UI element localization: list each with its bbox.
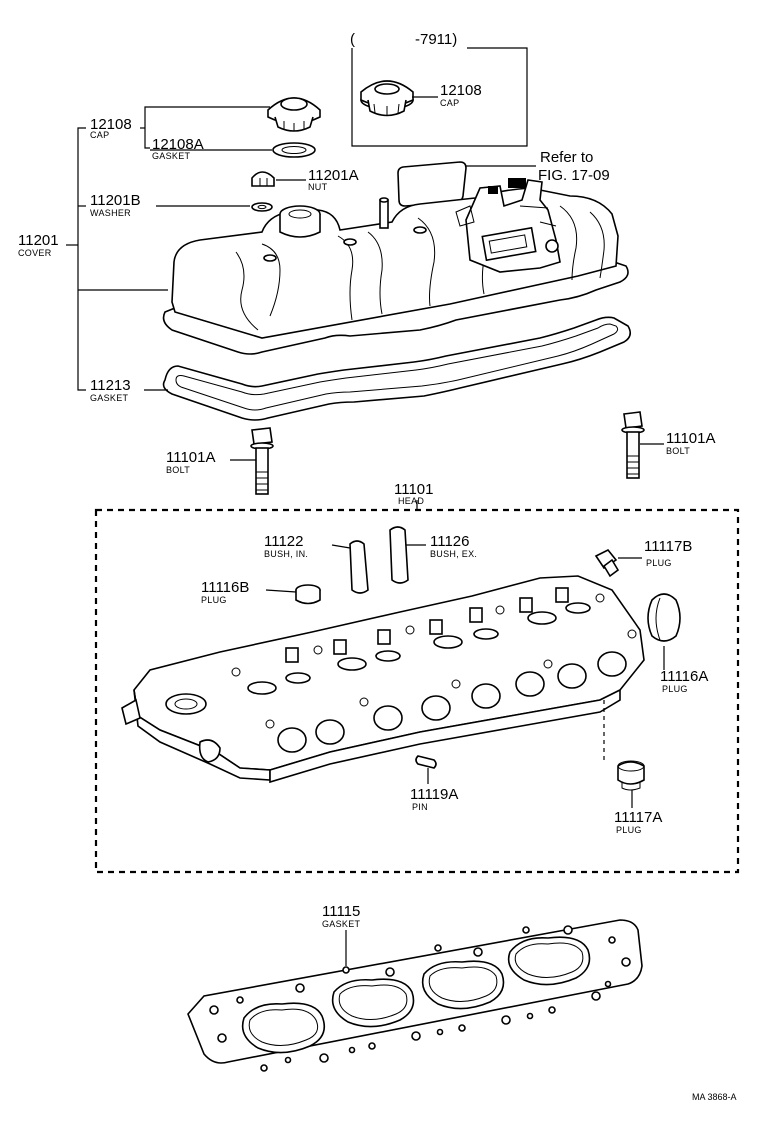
cap-gasket-name: GASKET (152, 151, 191, 161)
washer-number: 11201B (90, 192, 141, 209)
bush-in-name: BUSH, IN. (264, 549, 308, 559)
bolt-right-name: BOLT (666, 446, 690, 456)
pin-drawing (415, 755, 437, 769)
cover-name: COVER (18, 248, 52, 258)
inset-range-label: ( -7911) (350, 31, 457, 48)
bolt-right-number: 11101A (666, 430, 716, 447)
plug-11116b-number: 11116B (201, 579, 249, 596)
bush-ex-name: BUSH, EX. (430, 549, 477, 559)
oil-filler-cap-drawing (267, 97, 321, 132)
plug-11116a-drawing (647, 593, 681, 642)
plug-11117b-drawing (594, 548, 620, 578)
cap-main-number: 12108 (90, 116, 132, 133)
plug-11117b-name: PLUG (646, 558, 672, 568)
cap-main-name: CAP (90, 130, 109, 140)
plug-11116b-name: PLUG (201, 595, 227, 605)
head-gasket-drawing (187, 919, 643, 1072)
bush-in-drawing (349, 540, 369, 594)
plug-11116a-name: PLUG (662, 684, 688, 694)
nut-drawing (251, 171, 275, 187)
cover-gasket-name: GASKET (90, 393, 129, 403)
figure-code: MA 3868-A (692, 1092, 737, 1102)
cover-gasket-number: 11213 (90, 377, 131, 394)
plug-11117a-drawing (617, 760, 645, 791)
nut-name: NUT (308, 182, 328, 192)
plug-11116b-drawing (295, 584, 321, 605)
reference-line2: FIG. 17-09 (538, 167, 610, 184)
bolt-left-name: BOLT (166, 465, 190, 475)
bolt-left-number: 11101A (166, 449, 216, 466)
pin-number: 11119A (410, 786, 458, 803)
plug-11116a-number: 11116A (660, 668, 708, 685)
bush-in-number: 11122 (264, 533, 304, 550)
cap-inset-number: 12108 (440, 82, 482, 99)
inset-box: ( -7911) 12108 CAP (350, 31, 528, 147)
bush-ex-number: 11126 (430, 533, 470, 550)
head-number: 11101 (394, 481, 434, 498)
bolt-right-drawing (621, 411, 645, 479)
cap-inset-name: CAP (440, 98, 459, 108)
cap-gasket-drawing (272, 142, 316, 158)
reference-line1: Refer to (540, 149, 593, 166)
pin-name: PIN (412, 802, 428, 812)
cover-gasket-drawing (162, 316, 632, 421)
washer-drawing (251, 202, 273, 212)
head-gasket-name: GASKET (322, 919, 361, 929)
cover-number: 11201 (18, 232, 59, 249)
plug-11117b-number: 11117B (644, 538, 692, 555)
bolt-left-drawing (250, 427, 274, 495)
head-gasket-number: 11115 (322, 903, 360, 920)
plug-11117a-name: PLUG (616, 825, 642, 835)
washer-name: WASHER (90, 208, 131, 218)
cylinder-head-drawing (121, 575, 645, 784)
plug-11117a-number: 11117A (614, 809, 662, 826)
head-name: HEAD (398, 496, 424, 506)
bush-ex-drawing (389, 526, 409, 584)
cap-gasket-number: 12108A (152, 136, 204, 153)
nut-number: 11201A (308, 167, 359, 184)
head-cover-drawing (162, 178, 629, 355)
inset-cap-drawing (360, 80, 414, 117)
